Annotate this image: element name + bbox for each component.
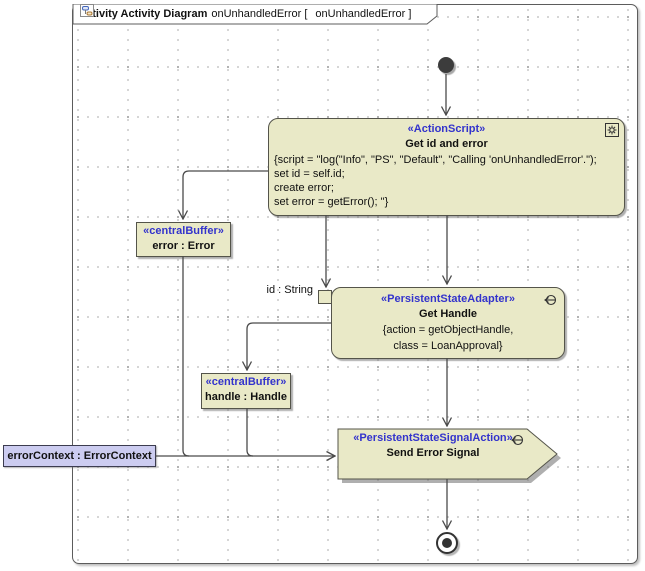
frame-tab-outline: [72, 4, 438, 25]
action-get-id-and-error[interactable]: «ActionScript» Get id and error {script …: [268, 118, 625, 216]
handle-buffer-stereotype: «centralBuffer»: [205, 376, 287, 388]
activity-final-node[interactable]: [436, 532, 458, 554]
send-signal-stereotype: «PersistentStateSignalAction»: [353, 432, 513, 444]
central-buffer-handle[interactable]: «centralBuffer» handle : Handle: [201, 373, 291, 409]
frame-title-keyword: activity Activity Diagram: [80, 8, 208, 20]
get-handle-constraint: class = LoanApproval}: [393, 340, 503, 352]
get-handle-constraint: {action = getObjectHandle,: [382, 324, 514, 336]
action-script-line: set error = getError(); "}: [274, 196, 389, 208]
action-name: Get id and error: [405, 138, 488, 150]
action-get-handle[interactable]: «PersistentStateAdapter» Get Handle {act…: [331, 287, 565, 359]
frame-title-name: onUnhandledError [: [211, 8, 308, 20]
send-signal-name: Send Error Signal: [386, 447, 480, 459]
action-script-line: create error;: [274, 182, 334, 194]
handle-buffer-name: handle : Handle: [205, 391, 287, 403]
diagram-frame: [72, 4, 638, 564]
object-error-context[interactable]: errorContext : ErrorContext: [3, 445, 156, 467]
gear-icon: [605, 123, 619, 140]
error-buffer-name: error : Error: [152, 240, 215, 252]
final-inner-dot: [442, 538, 452, 548]
central-buffer-error[interactable]: «centralBuffer» error : Error: [136, 222, 231, 257]
action-script-line: set id = self.id;: [274, 168, 345, 180]
get-handle-stereotype: «PersistentStateAdapter»: [381, 293, 515, 305]
initial-node[interactable]: [438, 57, 454, 73]
input-pin-id[interactable]: [318, 290, 332, 304]
get-handle-name: Get Handle: [418, 308, 478, 320]
error-buffer-stereotype: «centralBuffer»: [143, 225, 224, 237]
frame-title-tab: activity Activity Diagram onUnhandledErr…: [72, 4, 438, 25]
adapter-arrow-icon: [542, 293, 557, 310]
frame-title-ref: onUnhandledError ]: [315, 8, 412, 20]
action-stereotype: «ActionScript»: [407, 123, 486, 135]
action-script-line: {script = "log("Info", "PS", "Default", …: [274, 154, 597, 166]
send-signal-labels: «PersistentStateSignalAction» Send Error…: [338, 431, 528, 461]
pin-label-id: id : String: [266, 284, 313, 296]
adapter-arrow-icon: [509, 433, 524, 450]
